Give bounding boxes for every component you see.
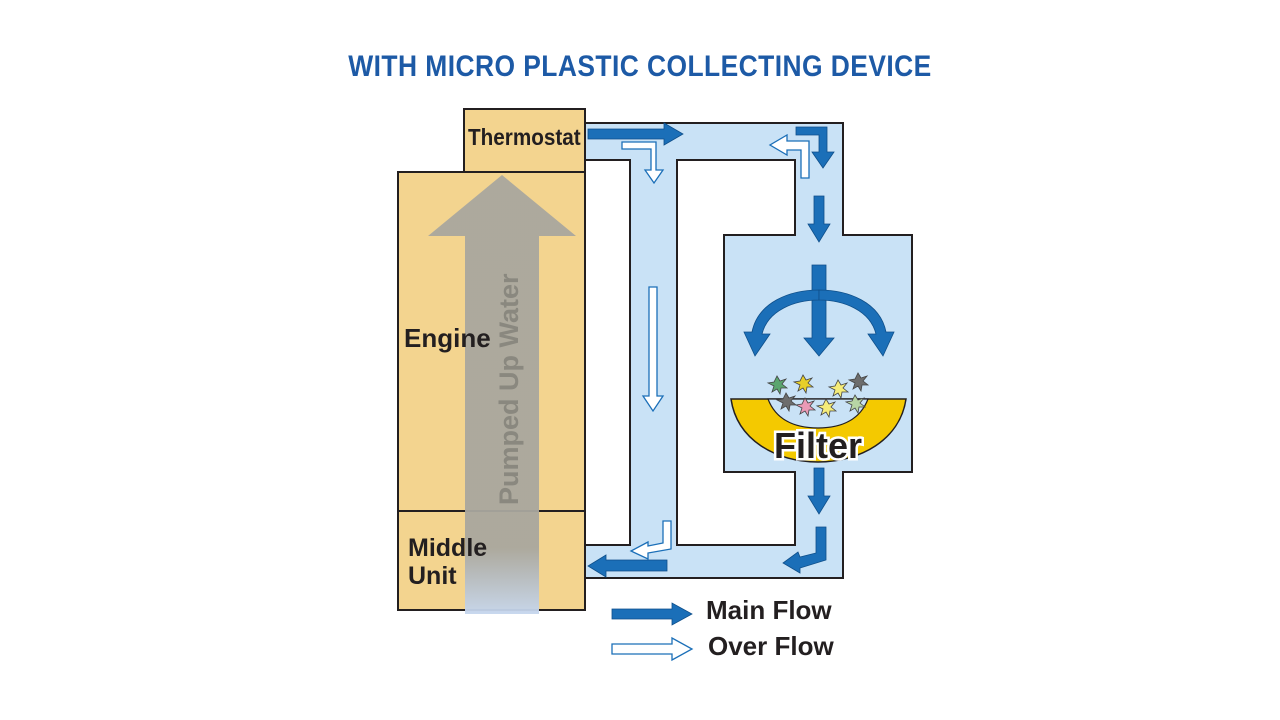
main-flow-legend-icon — [611, 602, 693, 626]
main-arrow — [743, 289, 820, 357]
particle — [847, 372, 870, 393]
middle-unit-label-line1: Middle — [408, 534, 487, 562]
microplastic-particles — [766, 372, 870, 419]
over-flow-legend-label: Over Flow — [708, 631, 834, 661]
overflow-arrow — [629, 520, 672, 561]
particle — [766, 375, 789, 396]
filter-label: Filter — [774, 425, 862, 466]
engine-label: Engine — [404, 323, 491, 353]
thermostat-box — [463, 108, 586, 173]
main-flow-arrows — [587, 122, 895, 578]
diagram-title: WITH MICRO PLASTIC COLLECTING DEVICE — [348, 50, 932, 83]
main-arrow — [795, 126, 835, 169]
filter-bowl — [730, 398, 907, 463]
thermostat-label: Thermostat — [468, 124, 581, 150]
particle — [815, 398, 838, 419]
legend: Main Flow Over Flow — [611, 595, 834, 662]
particle — [792, 374, 815, 395]
main-arrow — [807, 467, 831, 515]
pumped-up-water-arrow — [428, 175, 576, 614]
overflow-arrow — [641, 286, 665, 413]
main-arrow — [807, 195, 831, 243]
pumped-up-water-label: Pumped Up Water — [494, 273, 524, 505]
particle — [794, 397, 817, 418]
particle — [827, 379, 850, 400]
overflow-arrow — [768, 133, 810, 179]
particle — [844, 394, 867, 415]
middle-unit-label-line2: Unit — [408, 562, 457, 590]
main-flow-legend-label: Main Flow — [706, 595, 832, 625]
main-arrow — [587, 122, 684, 146]
over-flow-legend-icon — [611, 636, 694, 662]
pipe-system — [584, 122, 913, 579]
over-flow-arrows — [621, 133, 810, 561]
main-arrow — [782, 526, 827, 574]
main-arrow — [803, 264, 835, 357]
main-arrow — [587, 554, 668, 578]
main-arrow — [818, 289, 895, 357]
overflow-arrow — [621, 141, 665, 185]
particle — [775, 392, 798, 413]
